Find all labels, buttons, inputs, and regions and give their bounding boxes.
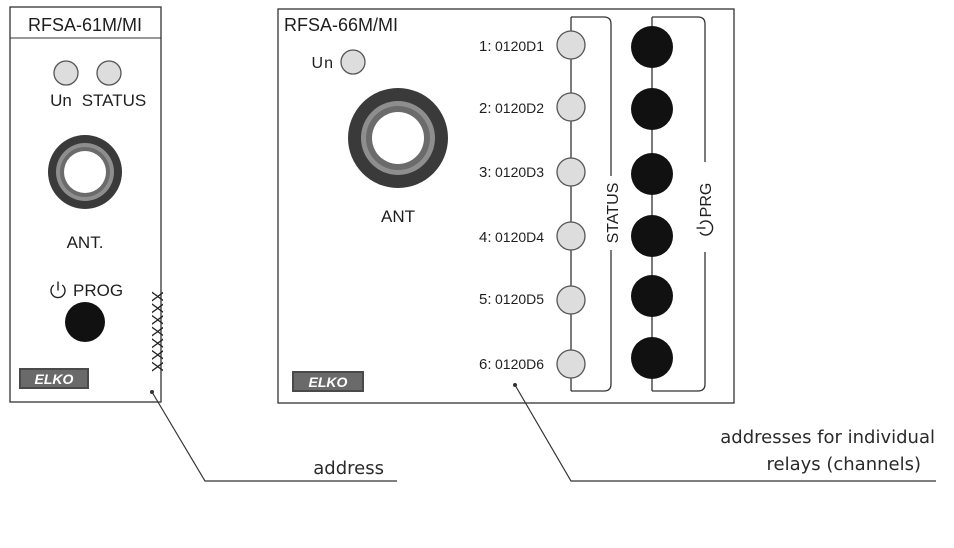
led-un [340, 49, 366, 75]
channel-labels: 1: 0120D1 2: 0120D2 3: 0120D3 4: 0120D4 … [479, 38, 544, 373]
status-led-6 [556, 349, 586, 379]
led-status-label: STATUS [82, 91, 147, 110]
svg-text:ELKO: ELKO [35, 371, 74, 387]
channel-address: 0120D1 [495, 38, 544, 54]
channel-number: 1: [479, 38, 492, 55]
channel-number: 4: [479, 229, 492, 246]
prog-button-6[interactable] [631, 337, 673, 379]
status-led-3 [556, 157, 586, 187]
prog-label: PROG [73, 281, 123, 300]
antenna-label: ANT [381, 207, 415, 226]
status-label: STATUS [605, 183, 622, 244]
module-title: RFSA-66M/MI [284, 15, 398, 35]
antenna-connector [48, 135, 122, 209]
prog-button-4[interactable] [631, 215, 673, 257]
callout-address: address [150, 390, 397, 482]
led-status [96, 60, 122, 86]
module-title: RFSA-61M/MI [28, 15, 142, 35]
callout-channel-addresses: addresses for individual relays (channel… [513, 383, 936, 482]
prog-button-3[interactable] [631, 153, 673, 195]
led-un [53, 60, 79, 86]
elko-logo: ELKO [19, 368, 89, 389]
channel-address: 0120D3 [495, 164, 544, 180]
callout-channels-line1: addresses for individual [720, 427, 935, 448]
channel-address: 0120D5 [495, 291, 544, 307]
prog-button[interactable] [65, 302, 105, 342]
antenna-connector [348, 88, 448, 188]
power-icon [50, 281, 66, 299]
elko-logo: ELKO [292, 371, 364, 392]
channel-address: 0120D6 [495, 356, 544, 372]
status-led-5 [556, 285, 586, 315]
channel-address: 0120D4 [495, 229, 544, 245]
channel-number: 2: [479, 100, 492, 117]
callout-address-label: address [313, 458, 384, 479]
prog-button-1[interactable] [631, 26, 673, 68]
status-bracket [570, 16, 612, 392]
channel-number: 3: [479, 164, 492, 181]
module-rfsa-61m: RFSA-61M/MI Un STATUS ANT. PROG XXXXXXX … [9, 6, 165, 403]
address-code: XXXXXXX [148, 291, 165, 373]
channel-address: 0120D2 [495, 100, 544, 116]
svg-text:ELKO: ELKO [309, 374, 348, 390]
prog-button-2[interactable] [631, 88, 673, 130]
led-un-label: Un [312, 55, 334, 72]
status-led-2 [556, 92, 586, 122]
channel-number: 6: [479, 356, 492, 373]
module-frame [277, 8, 735, 404]
status-leds [556, 30, 586, 379]
led-un-label: Un [50, 91, 72, 110]
status-led-1 [556, 30, 586, 60]
prg-bracket [651, 16, 706, 392]
callout-channels-line2: relays (channels) [766, 454, 921, 475]
module-rfsa-66m: RFSA-66M/MI Un ANT 1: 0120D1 2: 0120D2 3… [277, 8, 735, 404]
prg-label: PRG [698, 183, 715, 218]
power-icon [696, 220, 714, 236]
antenna-label: ANT. [67, 233, 104, 252]
prog-buttons[interactable] [631, 26, 673, 379]
channel-number: 5: [479, 291, 492, 308]
status-led-4 [556, 221, 586, 251]
prog-button-5[interactable] [631, 275, 673, 317]
